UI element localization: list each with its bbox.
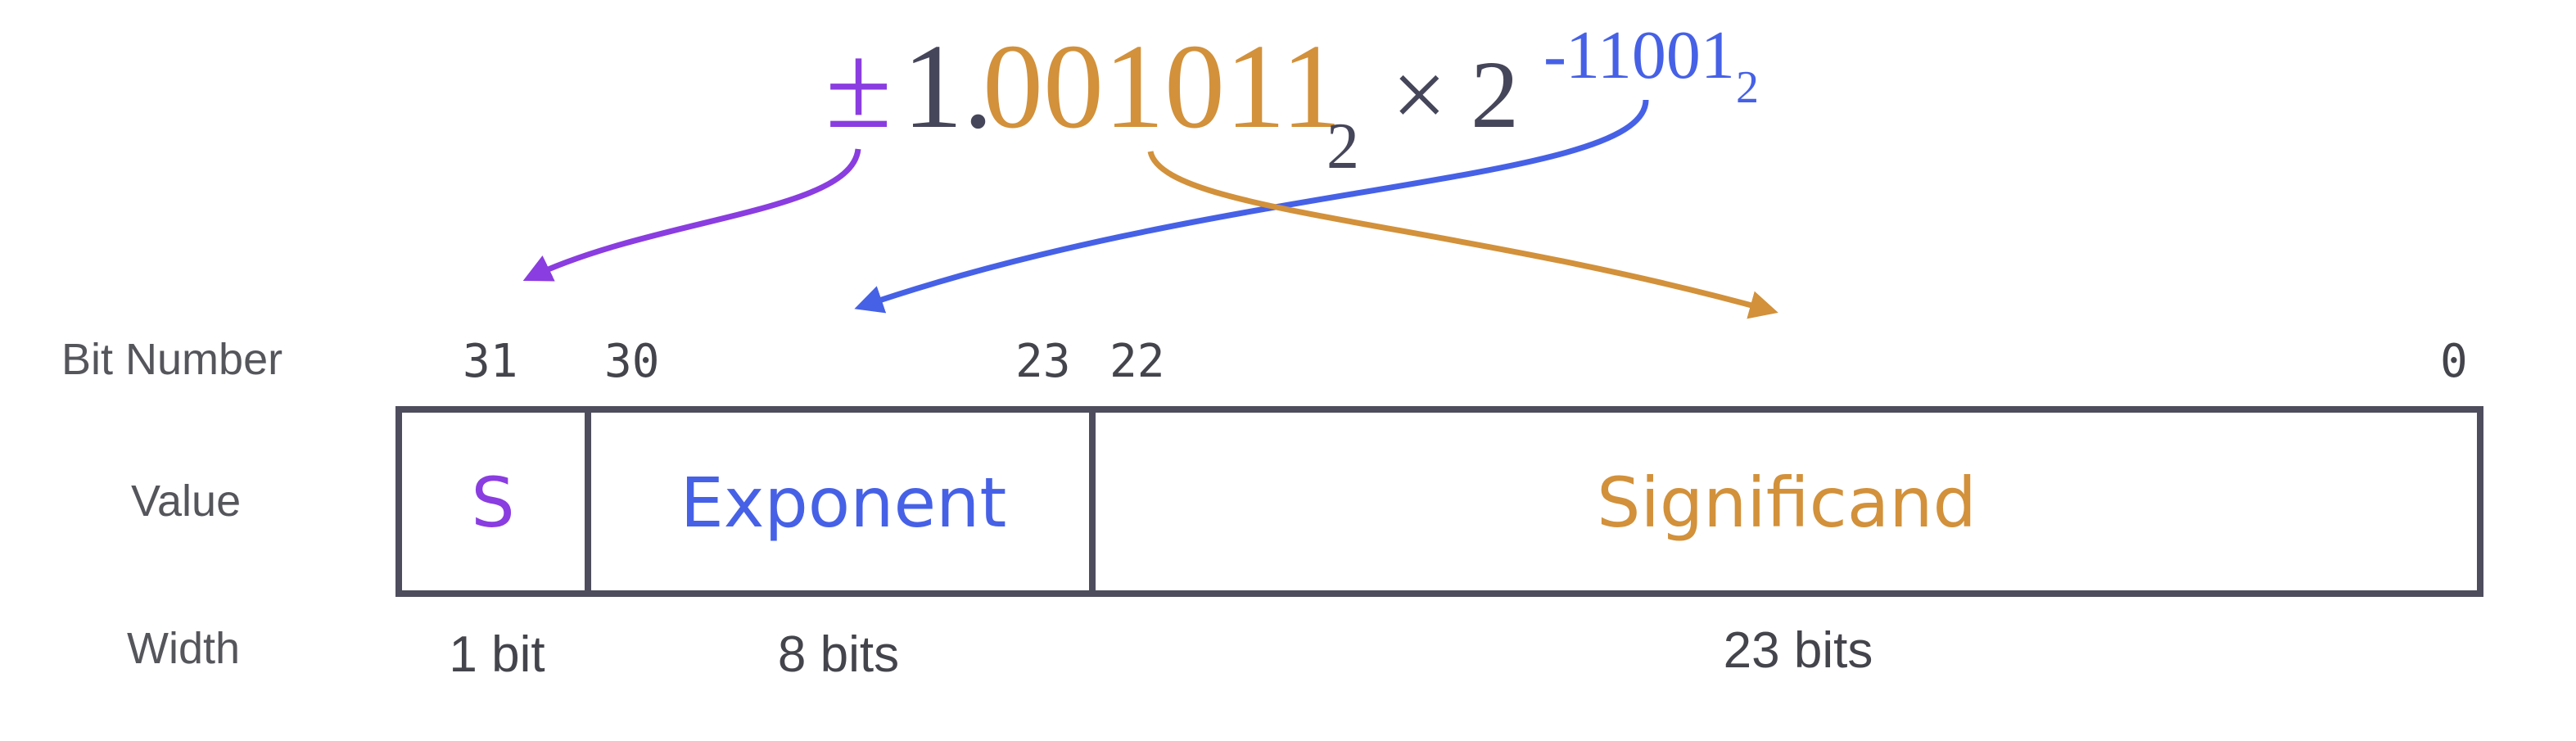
- formula-exponent-digits: 11001: [1566, 17, 1735, 93]
- formula-exponent-base: 2: [1736, 62, 1759, 113]
- bit-number-0: 0: [2440, 335, 2468, 388]
- significand-field: Significand: [1597, 463, 1977, 543]
- bit-number-row-label: Bit Number: [61, 335, 282, 384]
- sign-width: 1 bit: [449, 626, 545, 683]
- exponent-arrow: [854, 99, 1649, 314]
- formula-fraction: 001011: [983, 20, 1342, 154]
- scientific-notation-formula: ± 1. 001011 2 × 2 - 11001 2: [825, 17, 1759, 183]
- exponent-width: 8 bits: [778, 626, 899, 683]
- exponent-field: Exponent: [680, 463, 1007, 543]
- significand-arrow: [1147, 151, 1778, 319]
- formula-fraction-base: 2: [1326, 111, 1359, 183]
- bit-number-22: 22: [1109, 335, 1164, 388]
- value-row-label: Value: [131, 477, 241, 526]
- bit-number-30: 30: [604, 335, 659, 388]
- significand-width: 23 bits: [1724, 622, 1873, 679]
- formula-times-two: × 2: [1392, 41, 1519, 148]
- sign-field: S: [471, 463, 514, 543]
- bit-number-31: 31: [463, 335, 517, 388]
- formula-sign: ±: [825, 20, 892, 154]
- bit-layout-box: [395, 406, 2483, 597]
- width-row-label: Width: [127, 624, 240, 673]
- formula-leading: 1.: [902, 20, 993, 154]
- formula-exponent-sign: -: [1543, 17, 1566, 93]
- bit-number-23: 23: [1015, 335, 1070, 388]
- sign-arrow: [522, 148, 861, 282]
